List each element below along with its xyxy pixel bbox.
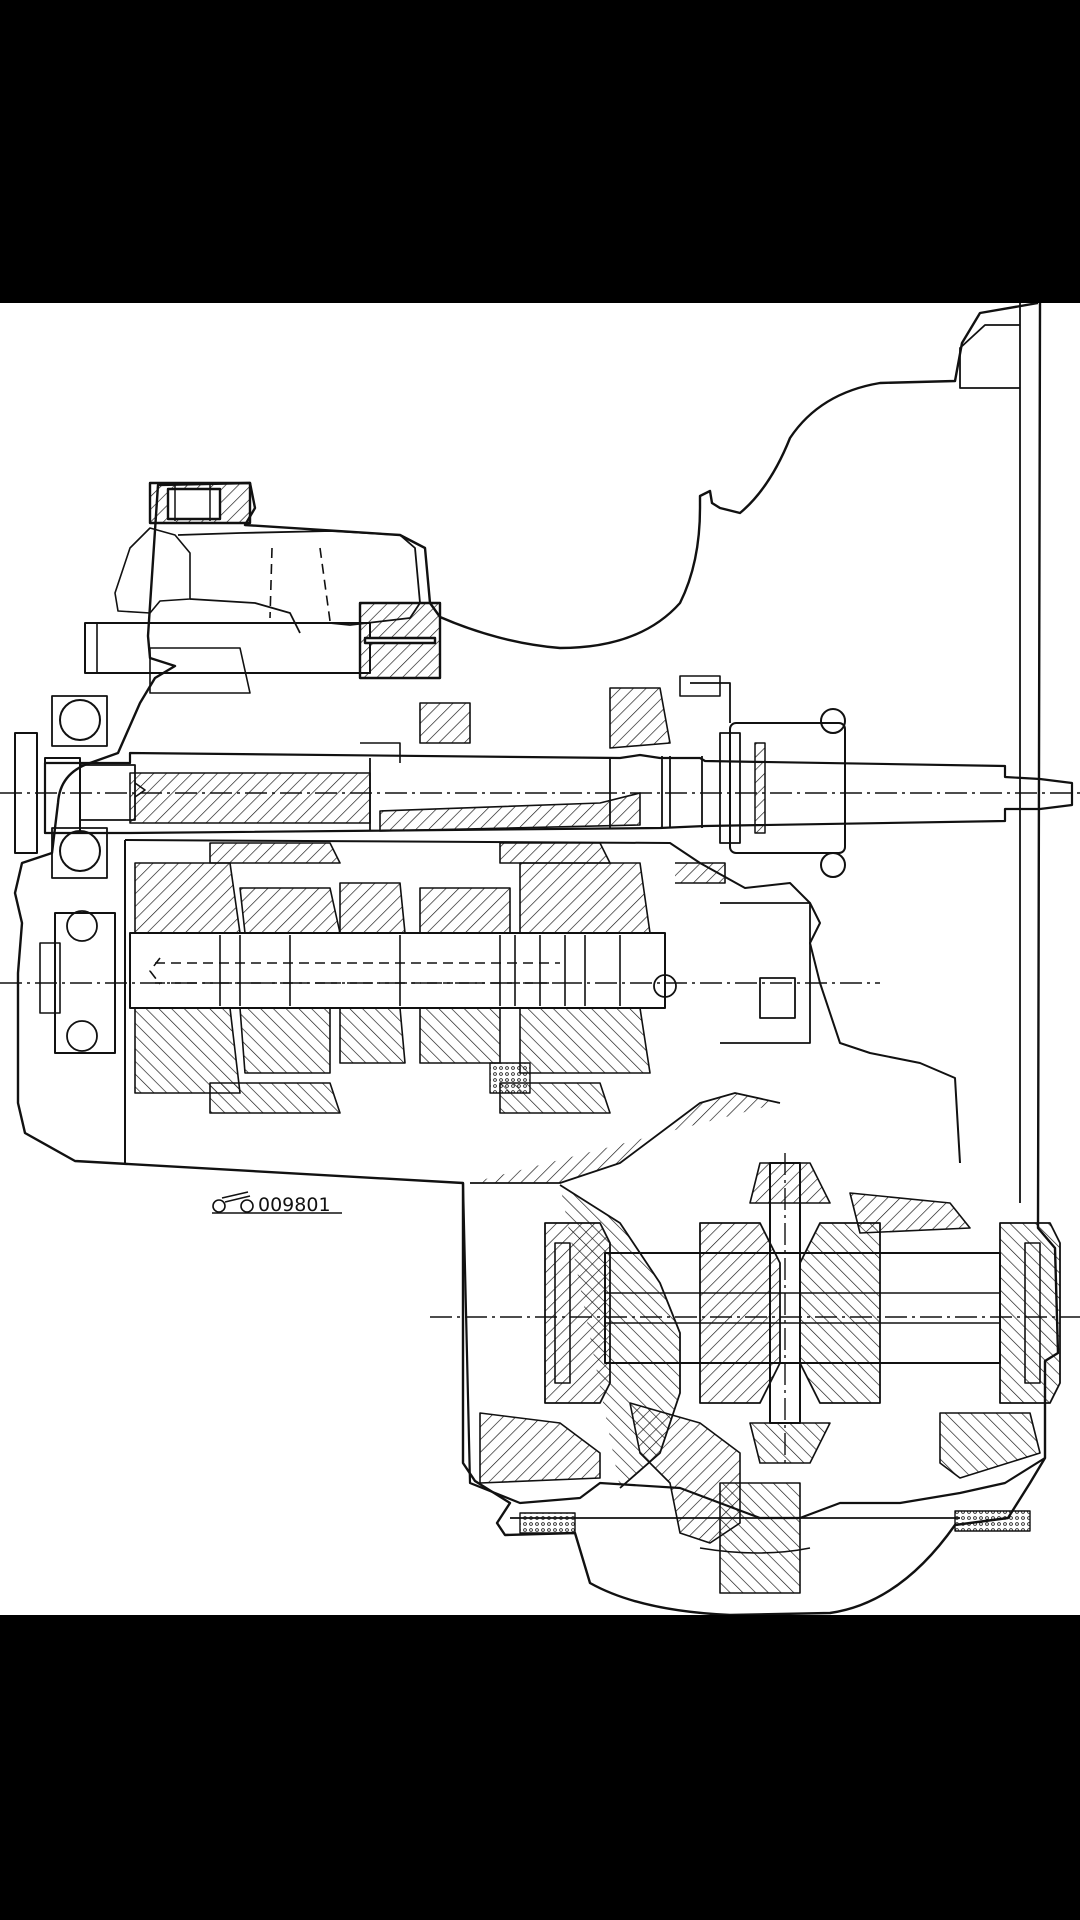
bottom-black-bar [0, 1615, 1080, 1920]
input-shaft [43, 751, 1074, 835]
gearbox-drawing: 009801 [0, 303, 1080, 1615]
housing-inner [959, 303, 1021, 1203]
top-black-bar [0, 0, 1080, 303]
reference-mark: 009801 [212, 1191, 342, 1216]
drawing-canvas[interactable]: 009801 [0, 303, 1080, 1615]
reference-code: 009801 [258, 1194, 331, 1216]
countershaft-housing [124, 839, 961, 1164]
